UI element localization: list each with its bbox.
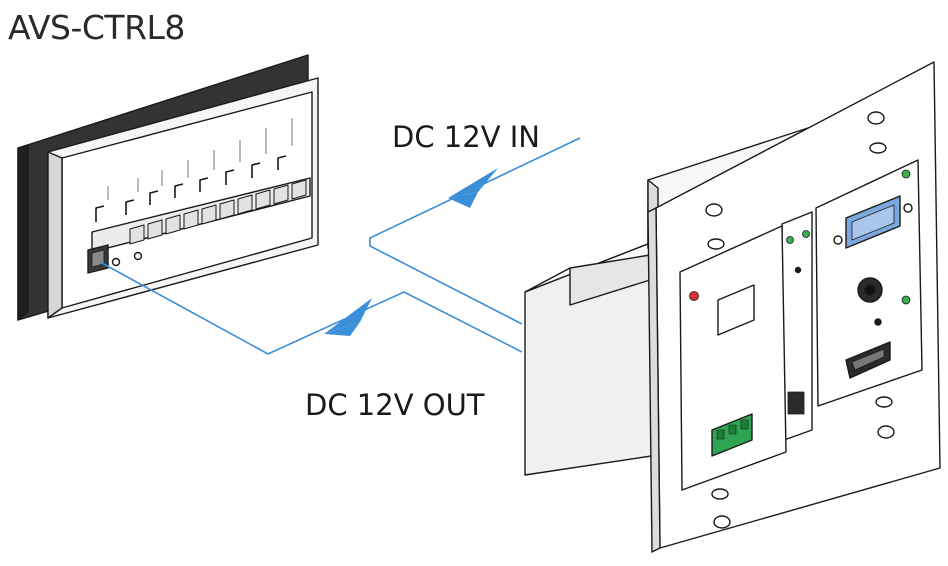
terminal-block (129, 179, 307, 245)
arrow-in-icon (448, 168, 498, 208)
avs-ctrl8-controller (17, 54, 319, 321)
controller-power-connector (87, 244, 109, 274)
audio-jack (857, 277, 883, 303)
vga-port (833, 195, 913, 249)
dc-out-cable (99, 261, 523, 355)
status-leds (689, 169, 911, 305)
dc-out-label: DC 12V OUT (305, 388, 485, 422)
dc-in-label: DC 12V IN (392, 120, 541, 154)
wallplate-transmitter (524, 61, 941, 553)
plate-screw-holes (705, 111, 895, 529)
green-terminal-block (711, 413, 753, 457)
hdmi-port (845, 341, 891, 379)
power-led (689, 291, 699, 301)
keypad-module (679, 225, 787, 491)
arrow-out-icon (324, 298, 372, 336)
device-name-label: AVS-CTRL8 (8, 8, 185, 47)
source-button (717, 284, 755, 336)
